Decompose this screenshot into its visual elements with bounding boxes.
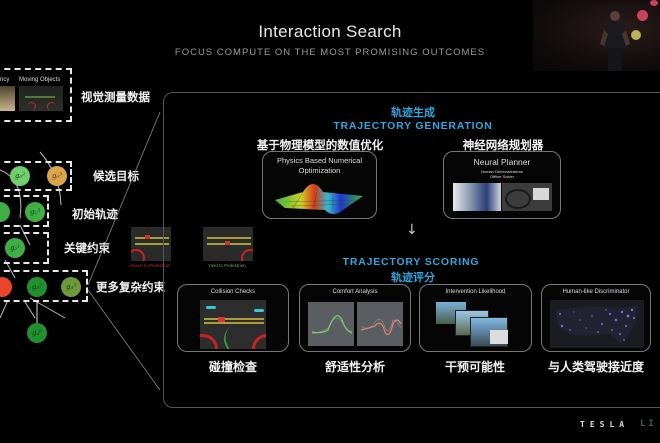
vision-thumb-left [0,86,15,111]
node-g1-left [0,202,10,222]
caption-yield-pedestrian: Yield to Pedestrian [208,263,246,268]
vision-thumb-moving-objects [19,86,63,111]
vision-caption-moving-objects: Moving Objects [19,77,61,83]
brand-suffix: LI [640,419,657,429]
physics-card-title: Physics Based Numerical Optimization [276,156,363,175]
node-g0-2: g₀² [10,166,30,186]
neural-planner-card: Neural Planner Human Demonstrations Offl… [443,151,561,219]
node-g4-0: g₄⁰ [27,323,47,343]
label-initial-trajectory: 初始轨迹 [72,207,118,221]
label-complex-constraints: 更多复杂约束 [96,280,165,294]
neural-card-cn: 神经网络规划器 [462,138,544,152]
down-arrow-icon: ↓ [406,222,418,238]
collision-card-cn: 碰撞检查 [208,360,257,374]
comfort-card-cn: 舒适性分析 [324,360,385,374]
node-g2-1: g₂¹ [5,238,25,258]
human-like-discriminator-card: Human-like Discriminator [541,284,651,352]
comfort-chart-left [308,302,354,346]
physics-card-cn: 基于物理模型的数值优化 [256,138,384,152]
scoring-title-cn: 轨迹评分 [391,271,435,284]
initial-trajectory-box [0,195,49,227]
speaker-video [533,0,660,71]
comfort-analysis-card: Comfort Analysis [299,284,411,352]
discriminator-card-cn: 与人类驾驶接近度 [547,360,644,374]
intervention-likelihood-card: Intervention Likelihood [419,284,532,352]
label-vision-data: 视觉测量数据 [81,90,150,104]
caption-assert-pedestrian: Assert to Pedestrian [130,263,171,268]
slide-subtitle: FOCUS COMPUTE ON THE MOST PROMISING OUTC… [174,47,486,58]
comfort-chart-right [357,302,403,346]
generation-title-en: TRAJECTORY GENERATION [333,120,493,132]
generation-title-cn: 轨迹生成 [391,106,435,119]
vision-caption-left: ncy [0,77,10,83]
slide-title: Interaction Search [258,22,402,41]
decor-dot-icon [631,30,641,40]
label-candidates: 候选目标 [93,169,139,183]
main-panel [163,92,660,408]
decor-dot-icon [637,10,648,21]
zoom-lines [87,111,161,391]
neural-card-sub2: Offline Solver [490,174,514,179]
driver-image [502,183,552,211]
node-g3-2: g₃² [27,277,47,297]
intervention-card-title: Intervention Likelihood [445,289,506,295]
node-g3-red [0,277,12,297]
thumb-assert-pedestrian [131,227,171,261]
discriminator-card-title: Human-like Discriminator [562,289,630,295]
label-key-constraints: 关键约束 [64,241,110,255]
key-constraints-box [0,232,49,264]
vision-data-box [0,68,72,122]
collision-checks-card: Collision Checks [177,284,289,352]
decor-dot-icon [650,0,658,6]
us-map-heatmap [550,300,644,348]
comfort-card-title: Comfort Analysis [332,289,378,295]
speaker-figure [600,11,630,71]
complex-constraints-box [0,270,88,302]
physics-card: Physics Based Numerical Optimization [262,151,377,219]
intervention-card-cn: 干预可能性 [444,360,505,374]
thumb-yield-pedestrian [203,227,253,261]
optimization-surface-plot [275,184,363,214]
neural-card-title: Neural Planner [473,157,531,167]
tesla-logo: TESLA [580,420,630,429]
scoring-title-en: TRAJECTORY SCORING [342,256,480,268]
neural-card-sub1: Human Demonstrations [480,169,524,174]
candidates-box [0,161,72,191]
collision-card-title: Collision Checks [210,289,256,295]
node-g1-3: g₁³ [25,202,45,222]
intervention-screen [490,330,508,344]
collision-image [200,300,266,349]
node-g0-3: g₀³ [47,166,67,186]
datacenter-image [453,183,501,211]
node-g3-3: g₃³ [61,277,81,297]
